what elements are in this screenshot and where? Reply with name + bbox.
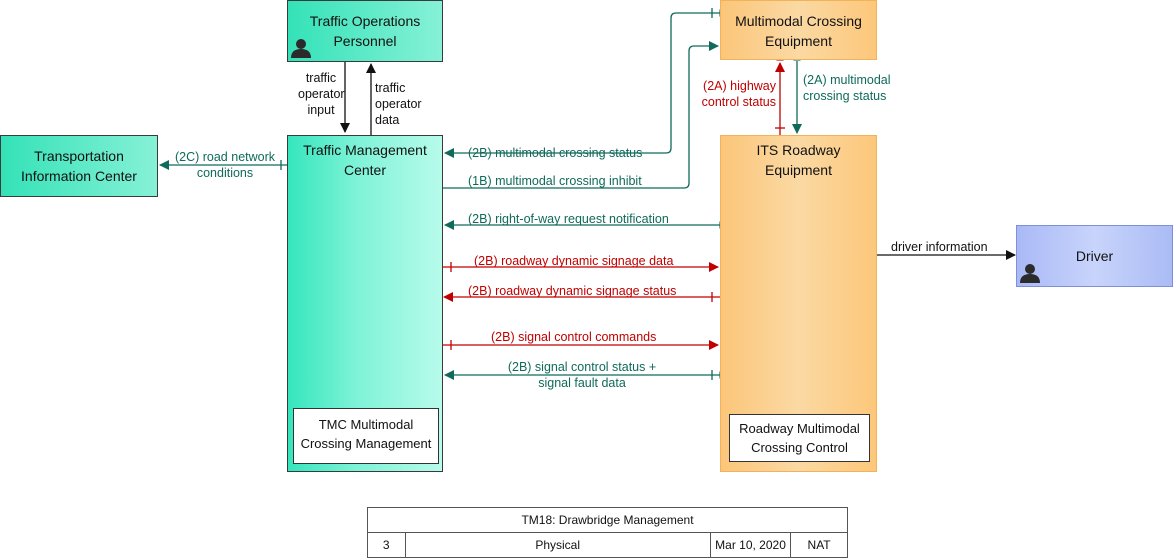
flow-label-operator-data: traffic operator data [375,81,422,127]
flow-label-highway-control-status: (2A) highway control status [701,79,776,109]
flow-label-road-network-conditions: (2C) road network conditions [174,150,276,180]
transportation-information-center-label: Transportation Information Center [21,148,137,184]
flow-label-signage-data: (2B) roadway dynamic signage data [474,254,674,268]
flow-label-operator-input: traffic operator input [298,71,345,117]
sheet-number: 3 [367,532,406,558]
flow-label-crossing-inhibit: (1B) multimodal crossing inhibit [468,174,642,188]
multimodal-crossing-equipment-label: Multimodal Crossing Equipment [735,13,862,49]
flow-label-signage-status: (2B) roadway dynamic signage status [468,284,677,298]
its-roadway-equipment-label: ITS Roadway Equipment [756,142,841,178]
person-icon [291,39,311,58]
roadway-multimodal-crossing-control-box: Roadway Multimodal Crossing Control [729,414,870,462]
tmc-multimodal-crossing-management-box: TMC Multimodal Crossing Management [293,408,439,464]
traffic-management-center-box: Traffic Management Center TMC Multimodal… [287,135,443,472]
flow-label-signal-status: (2B) signal control status + signal faul… [507,360,657,390]
driver-box: Driver [1016,225,1173,287]
diagram-date: Mar 10, 2020 [709,532,792,558]
view-type: Physical [404,532,711,558]
flow-label-signal-commands: (2B) signal control commands [491,330,657,344]
traffic-management-center-label: Traffic Management Center [303,142,427,178]
organization: NAT [790,532,848,558]
driver-label: Driver [1075,248,1114,264]
flow-label-crossing-status-its: (2A) multimodal crossing status [803,73,891,103]
flow-label-crossing-status-tmc: (2B) multimodal crossing status [468,146,643,160]
flow-label-driver-information: driver information [891,240,988,254]
multimodal-crossing-equipment-box: Multimodal Crossing Equipment [720,0,877,60]
flow-label-right-of-way: (2B) right-of-way request notification [468,212,669,226]
transportation-information-center-box: Transportation Information Center [0,135,158,197]
title-block: TM18: Drawbridge Management 3 Physical M… [367,507,848,558]
traffic-operations-personnel-label: Traffic Operations Personnel [309,13,421,49]
its-roadway-equipment-box: ITS Roadway Equipment Roadway Multimodal… [720,135,877,472]
diagram-title: TM18: Drawbridge Management [367,507,848,533]
person-icon [1020,264,1040,283]
traffic-operations-personnel-box: Traffic Operations Personnel [287,0,443,62]
